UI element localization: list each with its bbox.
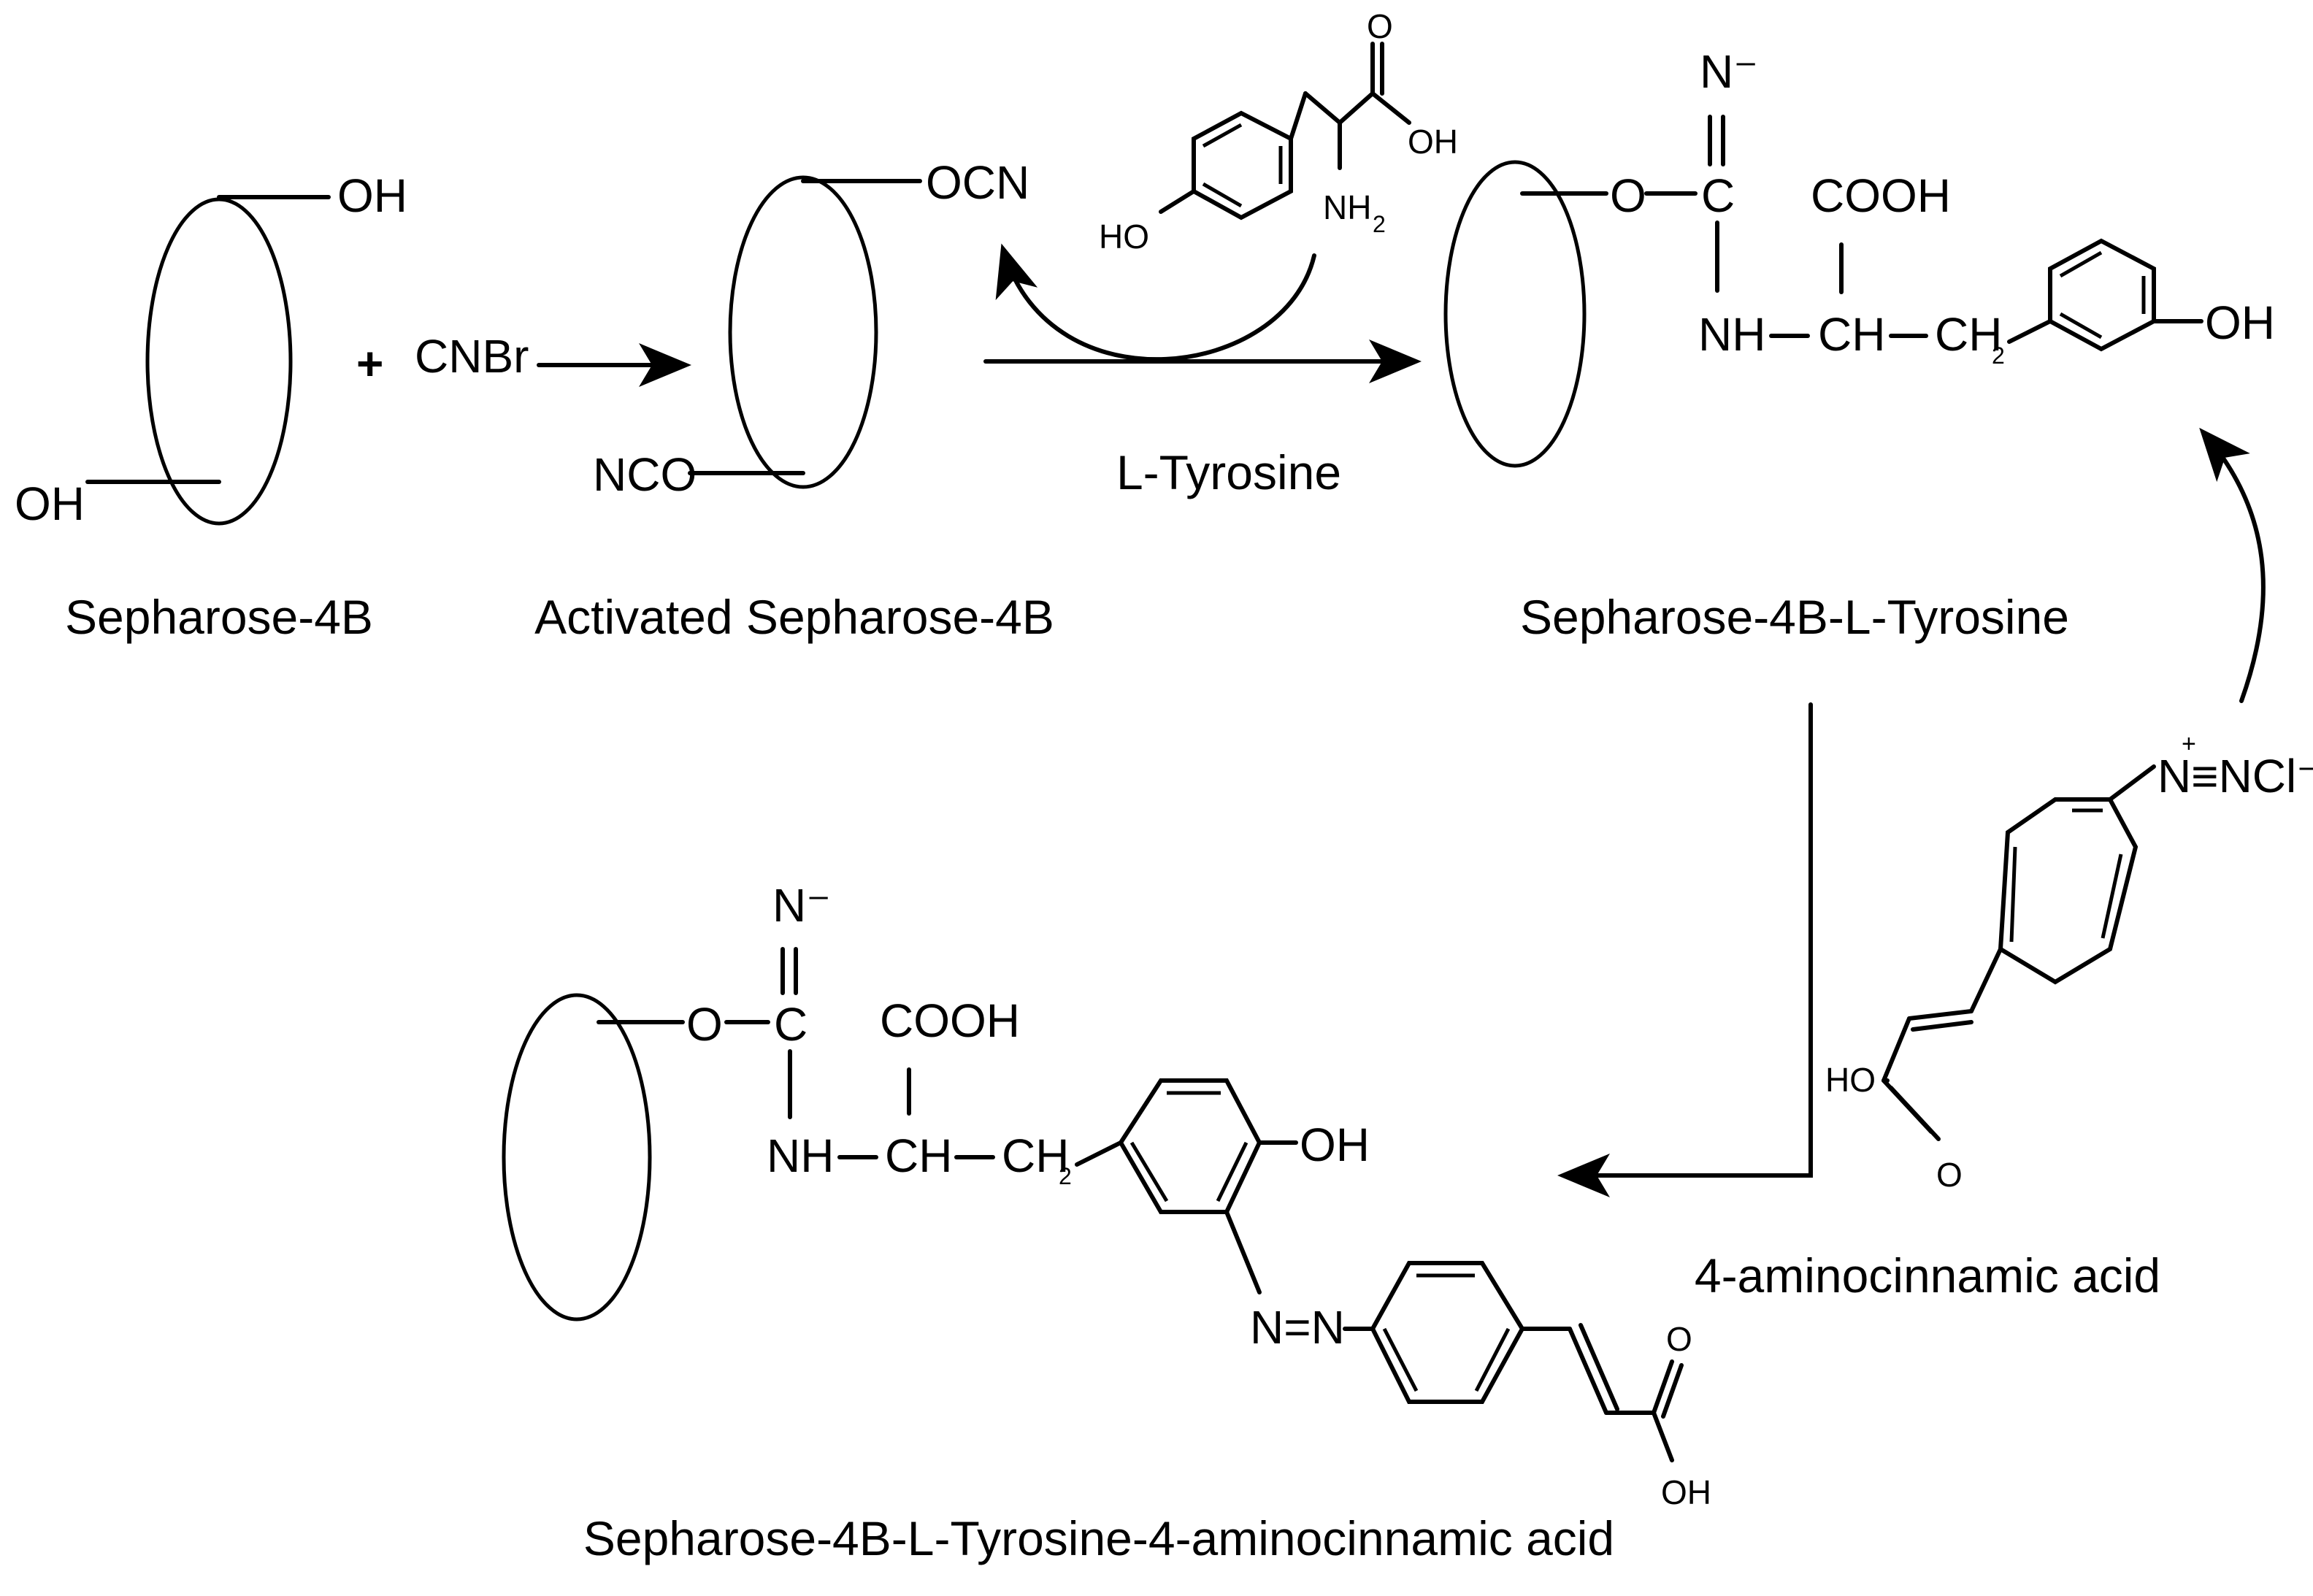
caption-sepharose: Sepharose-4B <box>65 590 373 644</box>
reaction-arrow-3 <box>1557 702 1813 1197</box>
amide-nh-label: NH <box>1698 308 1765 361</box>
sepharose-bead <box>145 197 293 526</box>
azo-linkage-label: N=N <box>1250 1301 1345 1354</box>
tyrosine-phenol-label: HO <box>1099 218 1149 256</box>
sepharose-tyrosine-structure: O C N⁻ NH CH COOH CH 2 OH <box>1443 45 2275 468</box>
cyanate-label-top: OCN <box>926 156 1029 209</box>
amine-label: NH <box>1323 188 1371 226</box>
cyanate-label-bottom: NCO <box>593 448 697 501</box>
methylene-label: CH <box>1935 308 2002 361</box>
final-carboxyl-label: COOH <box>880 994 1020 1047</box>
final-carbonyl-oxygen-label: O <box>1666 1320 1692 1358</box>
caption-aminocinnamic: 4-aminocinnamic acid <box>1695 1248 2160 1302</box>
diazo-coupling-arrow <box>2199 427 2266 703</box>
final-methylene-subscript: 2 <box>1059 1163 1072 1189</box>
carboxyl-hydroxyl-label: OH <box>1408 123 1458 161</box>
final-alpha-carbon-label: CH <box>885 1129 952 1182</box>
final-acid-hydroxyl-label: OH <box>1661 1473 1711 1511</box>
caption-sepharose-tyrosine: Sepharose-4B-L-Tyrosine <box>1520 590 2069 644</box>
final-methylene-label: CH <box>1002 1129 1069 1182</box>
activated-bead <box>728 175 878 489</box>
reagent-label-l-tyrosine: L-Tyrosine <box>1116 445 1341 499</box>
final-amide-nh-label: NH <box>767 1129 834 1182</box>
activated-sepharose-structure: OCN NCO <box>593 156 1029 501</box>
l-tyrosine-structure: HO O OH NH 2 <box>1099 7 1458 256</box>
cinnamic-hydroxyl-label: HO <box>1825 1061 1876 1099</box>
caption-final-product: Sepharose-4B-L-Tyrosine-4-aminocinnamic … <box>583 1511 1614 1565</box>
methylene-subscript: 2 <box>1992 342 2005 369</box>
final-phenol-hydroxyl-label: OH <box>1300 1119 1370 1171</box>
imino-nitrogen-label: N⁻ <box>1700 45 1758 98</box>
phenol-hydroxyl-label: OH <box>2205 296 2275 349</box>
hydroxyl-label-top: OH <box>337 169 407 222</box>
sepharose-4b-structure: OH OH <box>15 169 407 530</box>
nucleophilic-attack-arrow <box>995 243 1316 362</box>
final-imino-nitrogen-label: N⁻ <box>772 879 831 932</box>
carboxyl-label: COOH <box>1811 169 1951 222</box>
plus-sign: + <box>356 337 383 390</box>
final-isourea-carbon-label: C <box>774 998 808 1051</box>
caption-activated: Activated Sepharose-4B <box>534 590 1054 644</box>
alpha-carbon-label: CH <box>1818 308 1885 361</box>
amine-subscript: 2 <box>1373 211 1386 237</box>
isourea-carbon-label: C <box>1701 169 1735 222</box>
final-product-structure: O C N⁻ NH CH COOH CH 2 OH N=N O <box>502 879 1711 1511</box>
diazonium-charge: + <box>2182 730 2196 758</box>
hydroxyl-label-bottom: OH <box>15 477 85 530</box>
final-product-bead <box>502 993 652 1321</box>
cinnamic-carbonyl-label: O <box>1936 1156 1963 1194</box>
ester-oxygen-label: O <box>1610 169 1646 222</box>
final-ester-oxygen-label: O <box>686 998 723 1051</box>
sepharose-tyrosine-bead <box>1443 160 1587 468</box>
carbonyl-oxygen-label: O <box>1367 7 1393 45</box>
cnbr-label: CNBr <box>415 330 529 383</box>
diazonium-label: N≡NCl⁻ <box>2157 750 2313 802</box>
aminocinnamic-acid-structure: N≡NCl⁻ + O HO <box>1825 730 2313 1194</box>
